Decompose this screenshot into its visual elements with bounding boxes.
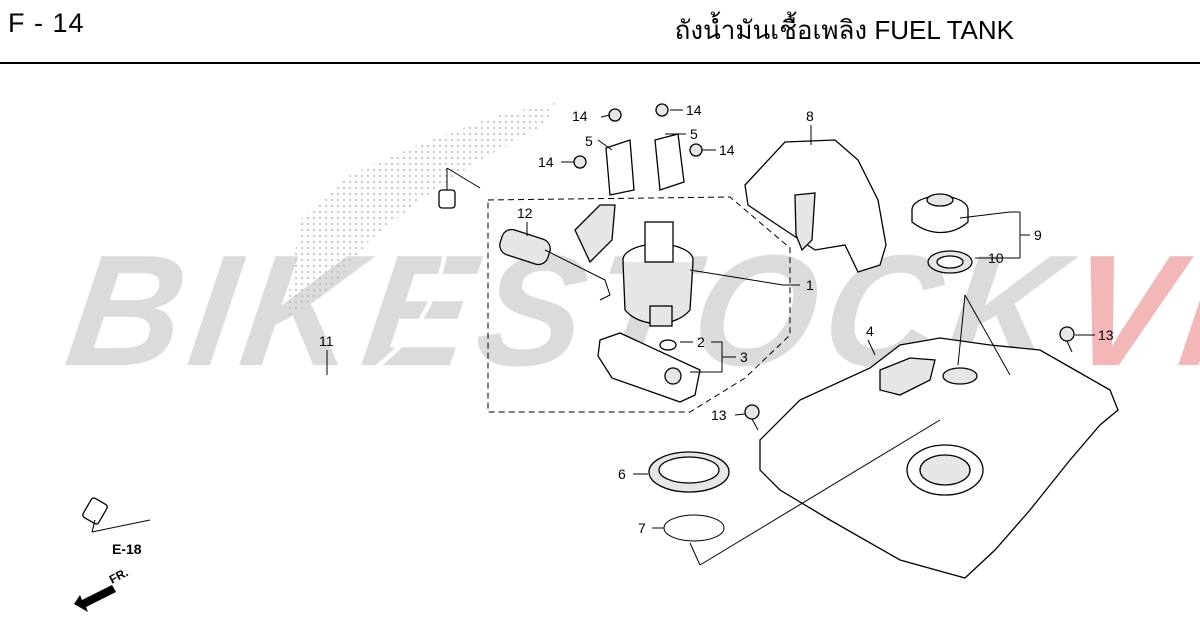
fuel-pump xyxy=(574,204,694,327)
leader-lines xyxy=(326,109,1095,566)
callout-7: 7 xyxy=(638,520,646,536)
mounting-bolt xyxy=(1059,326,1075,353)
tank-filler-recess xyxy=(879,357,936,396)
callout-10: 10 xyxy=(988,250,1004,266)
pump-gasket xyxy=(648,451,730,493)
pump-base-fitting xyxy=(664,367,682,385)
callout-14: 14 xyxy=(686,102,702,118)
reference-page-label: E-18 xyxy=(112,541,142,557)
fuel-cap-seal xyxy=(927,250,973,274)
callout-8: 8 xyxy=(806,108,814,124)
tank-pump-flange xyxy=(919,454,971,486)
callout-3: 3 xyxy=(740,349,748,365)
logo-wing-dotted xyxy=(285,103,555,320)
fuel-level-float xyxy=(499,228,611,301)
pump-o-ring xyxy=(663,514,725,542)
callout-14: 14 xyxy=(572,108,588,124)
callout-9: 9 xyxy=(1034,227,1042,243)
callout-14: 14 xyxy=(538,154,554,170)
mounting-bracket-right xyxy=(654,103,703,191)
header-divider xyxy=(0,62,1200,64)
callout-14: 14 xyxy=(719,142,735,158)
callout-1: 1 xyxy=(806,277,814,293)
tank-filler-neck xyxy=(942,367,978,385)
mounting-bolt xyxy=(744,404,760,431)
page-title: ถังน้ำมันเชื้อเพลิง FUEL TANK xyxy=(674,15,1014,45)
callout-12: 12 xyxy=(517,205,533,221)
o-ring-small xyxy=(659,339,677,351)
fuel-tank-cover xyxy=(744,139,887,273)
front-direction-label: FR. xyxy=(107,565,131,586)
callout-13: 13 xyxy=(1098,327,1114,343)
callout-6: 6 xyxy=(618,466,626,482)
tank-cover-spout xyxy=(794,192,816,252)
callout-5: 5 xyxy=(585,133,593,149)
fuel-filler-cap xyxy=(911,193,969,234)
page-code: F - 14 xyxy=(8,8,85,38)
front-direction-arrow xyxy=(74,585,116,612)
pump-base-plate xyxy=(597,332,701,403)
callout-11: 11 xyxy=(319,333,334,349)
pump-assembly-frame xyxy=(487,196,791,413)
callout-13: 13 xyxy=(711,407,727,423)
fuel-hose xyxy=(82,167,481,533)
callout-4: 4 xyxy=(866,323,874,339)
callout-2: 2 xyxy=(697,334,705,350)
callout-5: 5 xyxy=(690,126,698,142)
